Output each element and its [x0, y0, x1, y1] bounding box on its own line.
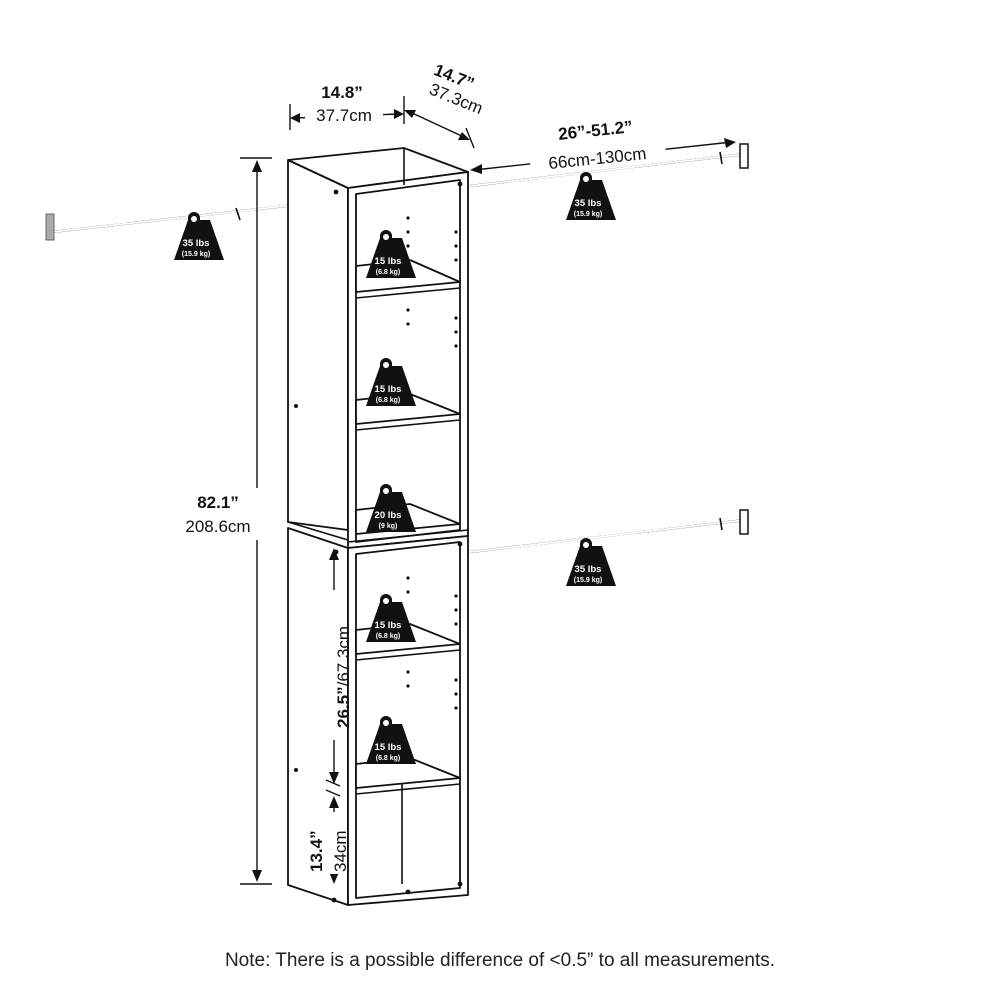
weight-label: 15 lbs	[375, 384, 402, 395]
dimension-height: 82.1” 208.6cm	[180, 157, 272, 885]
weight-label: 35 lbs	[575, 198, 602, 209]
right-top-rod	[469, 143, 749, 188]
svg-text:26.5”/67.3cm: 26.5”/67.3cm	[334, 626, 353, 728]
section-cm: /67.3cm	[334, 626, 353, 686]
weight-rod-left: 35 lbs (15.9 kg)	[174, 212, 224, 260]
weight-label: 15 lbs	[375, 742, 402, 753]
weight-sub-label: (6.8 kg)	[376, 269, 401, 276]
weight-label: 15 lbs	[375, 620, 402, 631]
base-inches: 13.4”	[307, 830, 326, 872]
weight-label: 35 lbs	[183, 238, 210, 249]
weight-sub-label: (15.9 kg)	[574, 577, 602, 584]
weight-shelf-2: 15 lbs (6.8 kg)	[366, 358, 416, 406]
weight-sub-label: (15.9 kg)	[574, 211, 602, 218]
weight-rod-right-bottom: 35 lbs (15.9 kg)	[566, 538, 616, 586]
dimension-base: 13.4” 34cm	[298, 789, 350, 884]
dimension-section: 26.5”/67.3cm	[322, 548, 353, 787]
depth-cm: 37.7cm	[316, 106, 372, 125]
depth-inches: 14.8”	[321, 83, 363, 102]
weight-sub-label: (15.9 kg)	[182, 251, 210, 258]
right-bottom-rod	[469, 509, 749, 554]
base-cm: 34cm	[331, 830, 350, 872]
section-inches: 26.5”	[334, 686, 353, 728]
weight-sub-label: (6.8 kg)	[376, 633, 401, 640]
weight-shelf-3: 20 lbs (9 kg)	[366, 484, 416, 532]
weight-rod-right-top: 35 lbs (15.9 kg)	[566, 172, 616, 220]
weight-label: 15 lbs	[375, 256, 402, 267]
weight-sub-label: (6.8 kg)	[376, 397, 401, 404]
height-cm: 208.6cm	[185, 517, 250, 536]
weight-shelf-5: 15 lbs (6.8 kg)	[366, 716, 416, 764]
weight-shelf-4: 15 lbs (6.8 kg)	[366, 594, 416, 642]
dimension-depth: 14.8” 37.7cm	[289, 83, 405, 130]
height-inches: 82.1”	[197, 493, 239, 512]
dimension-rod: 26”-51.2” 66cm-130cm	[470, 117, 736, 176]
weight-shelf-1: 15 lbs (6.8 kg)	[366, 230, 416, 278]
rod-length-cm: 66cm-130cm	[548, 144, 648, 173]
weight-sub-label: (6.8 kg)	[376, 755, 401, 762]
dimension-width: 14.7” 37.3cm	[404, 60, 485, 149]
rod-length-inches: 26”-51.2”	[557, 117, 633, 144]
weight-label: 20 lbs	[375, 510, 402, 521]
weight-label: 35 lbs	[575, 564, 602, 575]
weight-sub-label: (9 kg)	[379, 523, 398, 530]
measurement-note: Note: There is a possible difference of …	[224, 950, 776, 971]
